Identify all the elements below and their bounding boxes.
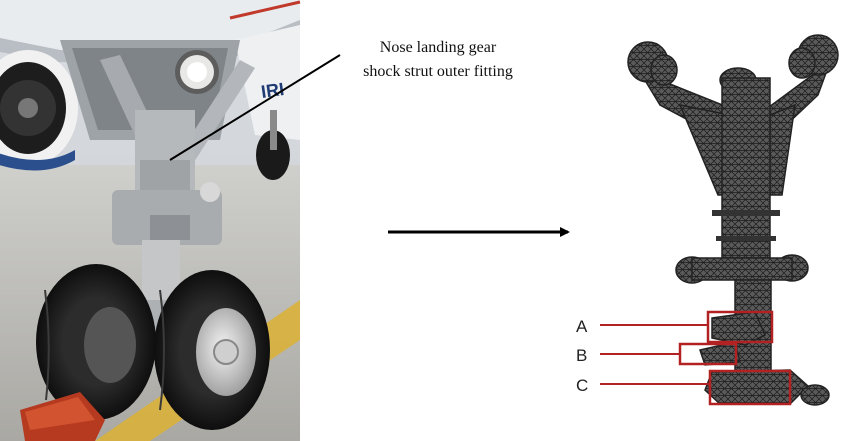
region-callout-a: A (576, 310, 774, 344)
caption-pointer-line (169, 54, 341, 161)
region-callouts: A B C (576, 310, 792, 406)
photo-caption: Nose landing gear shock strut outer fitt… (363, 39, 513, 80)
region-label-a: A (576, 317, 588, 336)
region-callout-c: C (576, 369, 792, 406)
region-box-b (678, 342, 738, 366)
landing-gear-photo: IRI (0, 0, 341, 441)
region-label-b: B (576, 346, 587, 365)
region-label-c: C (576, 376, 588, 395)
caption-line-2: shock strut outer fitting (363, 63, 513, 80)
caption-line-1: Nose landing gear (380, 39, 497, 56)
region-box-c (708, 369, 792, 406)
region-callout-b: B (576, 342, 738, 366)
svg-text:IRI: IRI (260, 79, 286, 102)
fe-mesh-model (627, 34, 839, 406)
region-box-a (706, 310, 774, 344)
